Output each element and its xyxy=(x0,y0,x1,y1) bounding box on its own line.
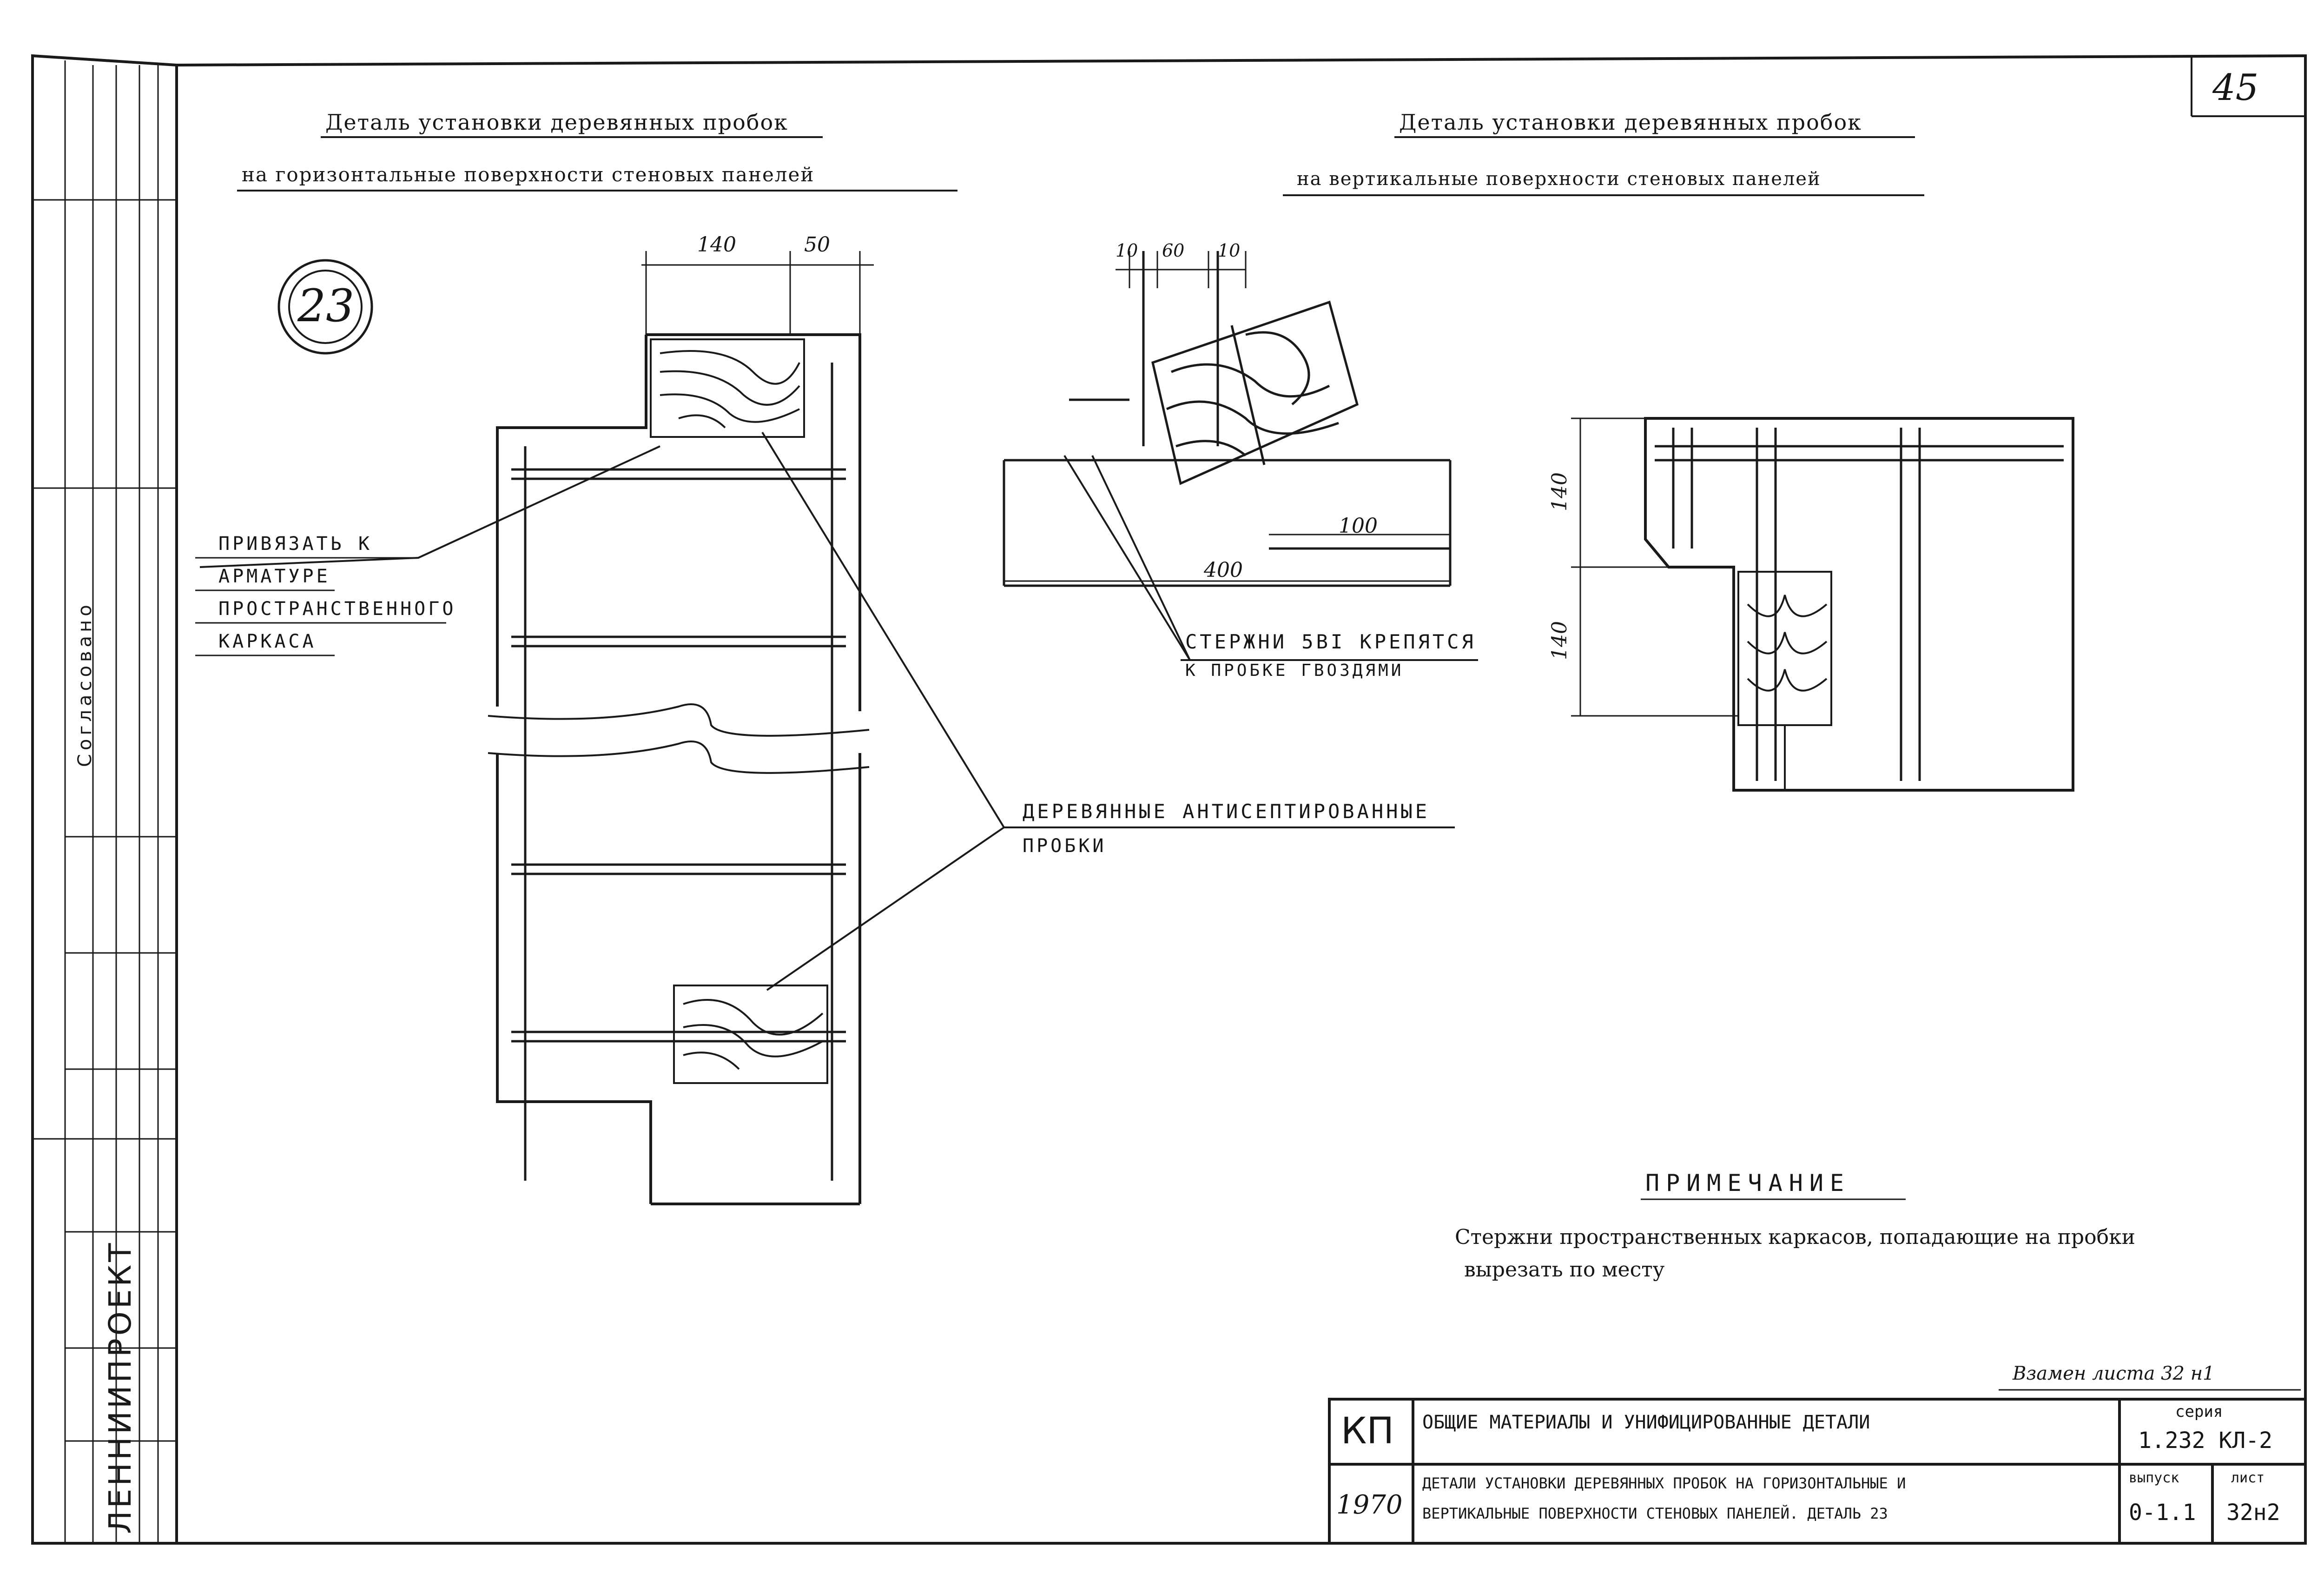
right-elevation-plug xyxy=(1737,571,1832,790)
stamp-organization: ЛЕННИИПРОЕКТ xyxy=(102,1240,138,1534)
plugs-callout-line1: ДЕРЕВЯННЫЕ АНТИСЕПТИРОВАННЫЕ xyxy=(1023,800,1430,823)
right-view-title-line2: на вертикальные поверхности стеновых пан… xyxy=(1297,168,1821,190)
left-view-title-line2: на горизонтальные поверхности стеновых п… xyxy=(242,163,815,186)
title-block-section: ОБЩИЕ МАТЕРИАЛЫ И УНИФИЦИРОВАННЫЕ ДЕТАЛИ xyxy=(1422,1412,1870,1433)
right-view-title-line1: Деталь установки деревянных пробок xyxy=(1399,110,1862,135)
left-wooden-plug-bottom xyxy=(673,985,828,1084)
right-elevation-dimensions xyxy=(1571,417,1738,717)
left-stamp-grid xyxy=(33,60,177,1543)
right-dim-400: 400 xyxy=(1204,558,1243,582)
tie-callout-line2: АРМАТУРЕ xyxy=(218,566,330,587)
right-dim-10b: 10 xyxy=(1218,240,1241,261)
sheet-border xyxy=(31,54,2307,1545)
tie-callout-line3: ПРОСТРАНСТВЕННОГО xyxy=(218,598,456,620)
title-block-issue-label: выпуск xyxy=(2129,1470,2179,1486)
stamp-agreed: Согласовано xyxy=(74,601,96,767)
title-block-issue-value: 0-1.1 xyxy=(2129,1500,2196,1526)
left-dim-140: 140 xyxy=(697,233,736,257)
rods-callout-line2: К ПРОБКЕ ГВОЗДЯМИ xyxy=(1185,661,1404,680)
title-block-frame xyxy=(1328,1398,2307,1545)
title-block-year: 1970 xyxy=(1336,1490,1403,1520)
rods-callout-leader xyxy=(1063,455,1191,661)
right-elevation-panel xyxy=(1644,417,2074,792)
right-section-plug xyxy=(1151,300,1359,485)
rods-callout-line1: СТЕРЖНИ 5ВI КРЕПЯТСЯ xyxy=(1185,630,1476,653)
left-dim-50: 50 xyxy=(804,233,830,257)
note-line2: вырезать по месту xyxy=(1464,1258,1665,1282)
plugs-callout-leader-top xyxy=(761,431,1005,828)
right-dim-140-lower: 140 xyxy=(1548,621,1571,660)
left-wooden-plug-top xyxy=(650,338,805,438)
right-dim-60: 60 xyxy=(1162,240,1185,261)
right-section-panel xyxy=(1003,251,1452,587)
title-block-description-line2: ВЕРТИКАЛЬНЫЕ ПОВЕРХНОСТИ СТЕНОВЫХ ПАНЕЛЕ… xyxy=(1422,1505,1888,1522)
right-dim-10a: 10 xyxy=(1116,240,1138,261)
right-elevation-reinforcement xyxy=(1655,428,2064,781)
title-block-series-value: 1.232 КЛ-2 xyxy=(2138,1428,2272,1454)
title-block-description-line1: ДЕТАЛИ УСТАНОВКИ ДЕРЕВЯННЫХ ПРОБОК НА ГО… xyxy=(1422,1474,1906,1492)
left-view-title-line1: Деталь установки деревянных пробок xyxy=(325,110,788,135)
detail-marker-circle xyxy=(277,259,373,355)
tie-callout-line1: ПРИВЯЗАТЬ К xyxy=(218,533,372,555)
page-number: 45 xyxy=(2212,67,2259,109)
title-block-sheet-value: 32н2 xyxy=(2226,1500,2280,1526)
replaces-sheet-note: Взамен листа 32 н1 xyxy=(2013,1363,2215,1384)
detail-marker-number: 23 xyxy=(297,280,355,332)
tie-callout-line4: КАРКАСА xyxy=(218,631,317,652)
rods-callout-leader-2 xyxy=(1091,455,1191,661)
left-panel-reinforcement xyxy=(511,363,846,1181)
plugs-callout-line2: ПРОБКИ xyxy=(1023,835,1107,857)
plugs-callout-leader-bottom xyxy=(766,826,1005,991)
right-dim-100: 100 xyxy=(1339,514,1378,538)
left-dimension-lines xyxy=(641,251,874,335)
note-heading: ПРИМЕЧАНИЕ xyxy=(1645,1170,1851,1196)
title-block-sheet-label: лист xyxy=(2231,1470,2265,1486)
right-section-dimensions xyxy=(1004,251,1450,582)
left-panel-elevation xyxy=(488,333,870,1205)
note-line1: Стержни пространственных каркасов, попад… xyxy=(1455,1225,2135,1249)
detail-marker-circle-inner xyxy=(288,270,363,344)
right-dim-140-upper: 140 xyxy=(1548,472,1571,511)
title-block-series-label: серия xyxy=(2175,1402,2223,1421)
title-block-code: КП xyxy=(1341,1410,1394,1452)
